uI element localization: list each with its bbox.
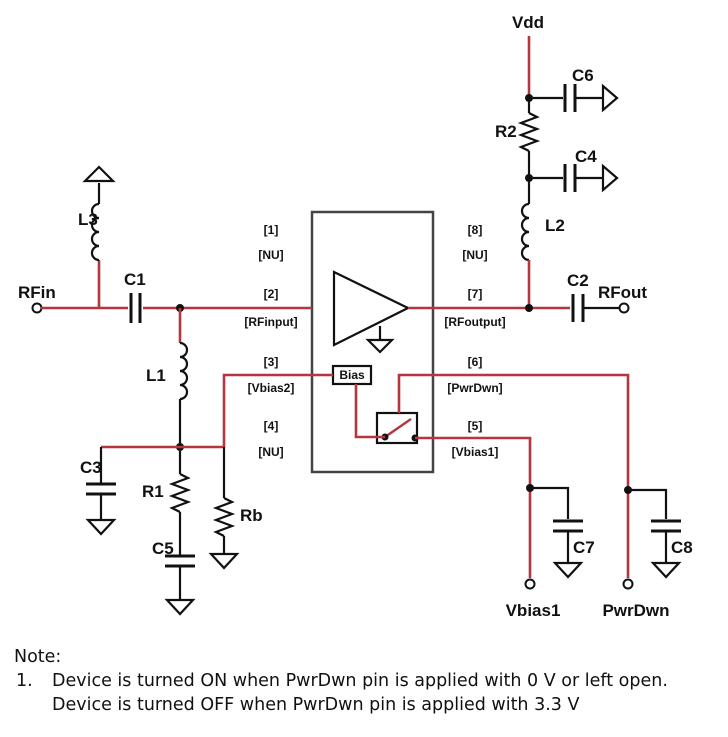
svg-text:C3: C3: [80, 458, 102, 477]
svg-text:[Vbias2]: [Vbias2]: [248, 381, 295, 395]
note-item-text: Device is turned ON when PwrDwn pin is a…: [52, 671, 668, 715]
ground-icon-l3: [82, 165, 116, 183]
capacitor-c1: C1: [124, 270, 146, 323]
svg-text:C4: C4: [575, 147, 597, 166]
svg-text:C2: C2: [567, 271, 589, 290]
svg-text:R2: R2: [495, 122, 517, 141]
inductor-l2: L2: [520, 178, 565, 262]
svg-text:R1: R1: [142, 482, 164, 501]
schematic-diagram: Bias RFin C1 L3 L1 C3: [18, 13, 693, 620]
svg-text:[5]: [5]: [468, 419, 483, 433]
svg-text:L3: L3: [78, 210, 98, 229]
svg-text:RFout: RFout: [598, 283, 647, 302]
svg-text:[7]: [7]: [468, 287, 483, 301]
svg-text:C6: C6: [572, 66, 594, 85]
svg-text:L2: L2: [545, 216, 565, 235]
svg-text:C7: C7: [573, 538, 595, 557]
svg-text:Rb: Rb: [240, 506, 263, 525]
capacitor-c4: C4: [529, 147, 619, 193]
capacitor-c3: C3: [80, 447, 117, 536]
svg-text:[6]: [6]: [468, 355, 483, 369]
resistor-r1: R1: [142, 451, 192, 556]
note-heading: Note:: [14, 647, 62, 667]
capacitor-c7: C7: [530, 486, 595, 579]
svg-text:[RFoutput]: [RFoutput]: [444, 315, 505, 329]
amplifier-ground-icon: [365, 326, 395, 354]
svg-text:C1: C1: [124, 270, 146, 289]
svg-text:Vbias1: Vbias1: [506, 601, 561, 620]
svg-text:RFin: RFin: [18, 283, 56, 302]
svg-text:[2]: [2]: [264, 287, 279, 301]
svg-text:[NU]: [NU]: [258, 248, 283, 262]
svg-text:[4]: [4]: [264, 419, 279, 433]
pwrdwn-port: PwrDwn: [602, 578, 670, 620]
note-item: 1. Device is turned ON when PwrDwn pin i…: [14, 669, 719, 717]
vdd-label: Vdd: [512, 13, 544, 32]
inductor-l1: L1: [146, 341, 189, 401]
pin-labels-right: [8] [NU] [7] [RFoutput] [6] [PwrDwn] [5]…: [444, 223, 505, 459]
pin-labels-left: [1] [NU] [2] [RFinput] [3] [Vbias2] [4] …: [244, 223, 297, 459]
svg-text:PwrDwn: PwrDwn: [602, 601, 669, 620]
rfout-port: RFout: [598, 283, 647, 314]
resistor-rb: Rb: [208, 447, 263, 570]
note-item-number: 1.: [16, 671, 33, 691]
svg-text:[3]: [3]: [264, 355, 279, 369]
svg-text:C5: C5: [152, 539, 174, 558]
svg-text:L1: L1: [146, 366, 166, 385]
capacitor-c6: C6: [529, 66, 619, 113]
svg-text:[Vbias1]: [Vbias1]: [452, 445, 499, 459]
ic-package: [310, 210, 435, 474]
amplifier-symbol: [332, 270, 411, 347]
svg-text:Bias: Bias: [339, 368, 365, 382]
resistor-r2: R2: [495, 98, 541, 178]
svg-text:[RFinput]: [RFinput]: [244, 315, 297, 329]
svg-text:Vdd: Vdd: [512, 13, 544, 32]
rfin-port: RFin: [18, 283, 56, 314]
svg-text:[1]: [1]: [264, 223, 279, 237]
svg-text:[PwrDwn]: [PwrDwn]: [447, 381, 502, 395]
capacitor-c8: C8: [628, 488, 693, 579]
bias-block: Bias: [331, 364, 373, 386]
capacitor-c2: C2: [567, 271, 620, 322]
note-section: Note: 1. Device is turned ON when PwrDwn…: [14, 645, 719, 717]
junction-dot: [525, 304, 533, 312]
svg-text:[NU]: [NU]: [258, 445, 283, 459]
svg-text:[8]: [8]: [468, 223, 483, 237]
svg-text:C8: C8: [671, 538, 693, 557]
inductor-l3: L3: [78, 202, 100, 262]
pwrdwn-switch-block: [375, 411, 419, 445]
vbias1-port: Vbias1: [506, 578, 561, 620]
svg-text:[NU]: [NU]: [462, 248, 487, 262]
capacitor-c5: C5: [152, 539, 196, 616]
